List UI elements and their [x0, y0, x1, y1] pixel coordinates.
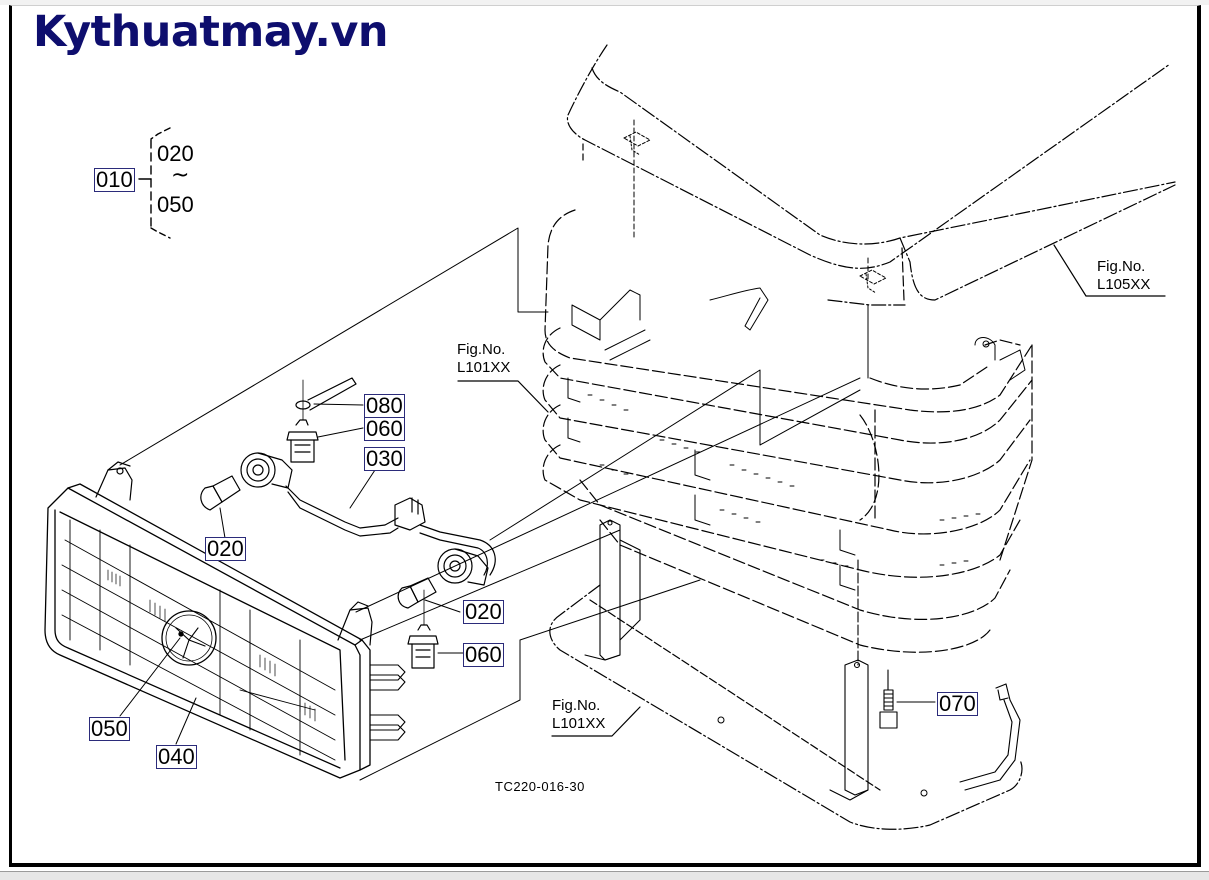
leader-under-plate	[551, 706, 641, 737]
frame-mount-hole	[982, 340, 990, 348]
leader-lamp-mid	[355, 377, 861, 613]
callout-020-left[interactable]: 020	[205, 536, 246, 561]
fig-ref-label: Fig.No.	[457, 341, 506, 358]
range-symbol: ~	[171, 163, 190, 188]
fig-ref-l101xx-top[interactable]: Fig.No. L101XX	[457, 341, 510, 377]
clip-080	[295, 377, 357, 411]
support-bracket-left	[584, 519, 641, 661]
emblem-050	[161, 610, 217, 666]
wire-harness-030	[240, 452, 496, 586]
fig-ref-number: L101XX	[552, 715, 606, 732]
leader-hood	[1053, 244, 1166, 297]
under-plate-hole	[717, 716, 725, 724]
leader-030	[349, 469, 376, 509]
fig-ref-label: Fig.No.	[552, 697, 601, 714]
assembly-bracket	[138, 127, 171, 239]
callout-020-right[interactable]: 020	[463, 599, 504, 624]
lamp-mount-left	[95, 461, 133, 501]
site-logo[interactable]: Kythuatmay.vn	[33, 7, 389, 57]
range-start-label: 020	[157, 141, 194, 166]
leader-040	[175, 697, 197, 745]
callout-010[interactable]: 010	[94, 167, 135, 192]
fig-ref-label: Fig.No.	[1097, 258, 1146, 275]
frame-side-top	[999, 349, 1026, 381]
fig-ref-l105xx[interactable]: Fig.No. L105XX	[1097, 258, 1150, 294]
grille-top-bracket	[571, 287, 769, 361]
callout-080[interactable]: 080	[364, 393, 405, 418]
lamp-lens-lines	[61, 519, 336, 761]
leader-080	[313, 403, 364, 406]
leader-lamp-bottom	[359, 579, 701, 781]
grille-frame	[542, 209, 1033, 653]
socket-060-bottom	[407, 589, 439, 669]
leader-020-left	[219, 507, 226, 539]
leader-060-top	[317, 427, 364, 438]
socket-060-top	[286, 419, 319, 463]
hood-outline	[566, 44, 1176, 306]
callout-040[interactable]: 040	[156, 744, 197, 769]
leader-020-right	[424, 599, 461, 613]
under-plate	[549, 584, 1023, 830]
callout-030[interactable]: 030	[364, 446, 405, 471]
bulb-020-left	[200, 475, 241, 511]
callout-070[interactable]: 070	[937, 691, 978, 716]
fig-ref-l101xx-bottom[interactable]: Fig.No. L101XX	[552, 697, 605, 733]
support-bracket-right	[829, 559, 869, 801]
callout-050[interactable]: 050	[89, 716, 130, 741]
under-plate-hole-2	[920, 789, 928, 797]
lamp-mount-right	[337, 601, 373, 646]
side-strap	[959, 683, 1021, 791]
leader-frame-top	[457, 380, 549, 413]
leader-050	[119, 637, 181, 717]
bolt-070	[879, 669, 898, 729]
callout-060-bottom[interactable]: 060	[463, 642, 504, 667]
lamp-side-clips	[369, 664, 406, 741]
under-plate-inner	[589, 599, 881, 791]
lamp-housing	[44, 483, 371, 779]
hood-front-corner	[901, 247, 905, 301]
bulb-020-right	[397, 577, 437, 609]
callout-060-top[interactable]: 060	[364, 416, 405, 441]
fig-ref-number: L105XX	[1097, 276, 1151, 293]
leader-lamp-mid3	[359, 529, 621, 641]
leader-lamp-mid2	[489, 369, 861, 541]
frame-mount-tab	[974, 337, 996, 361]
bottom-strip	[0, 871, 1209, 880]
leader-lamp-top	[119, 227, 549, 466]
top-strip	[0, 0, 1209, 5]
grille-rib-holes	[587, 394, 981, 567]
fig-ref-number: L101XX	[457, 359, 511, 376]
grille-posts	[567, 377, 856, 591]
drawing-number: TC220-016-30	[495, 779, 585, 794]
hood-clip-right	[859, 257, 887, 379]
drawing-frame	[9, 5, 1201, 867]
range-end-label: 050	[157, 192, 194, 217]
hood-clip-left	[623, 119, 651, 241]
lamp-lens-hatch	[107, 569, 316, 722]
